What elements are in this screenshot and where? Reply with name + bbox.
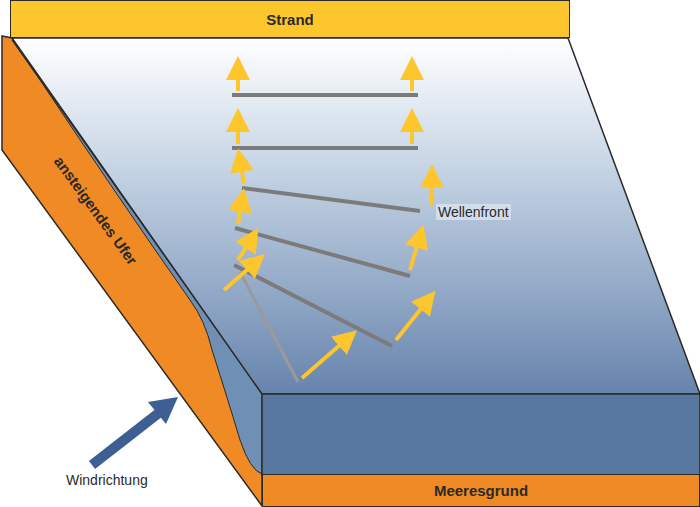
beach-band: Strand [10,0,570,38]
band-label: Meeresgrund [434,482,528,499]
sea-front-face [262,394,700,475]
sea-surface [12,38,700,394]
seabed-band: Meeresgrund [262,474,700,507]
wave-fronts [232,95,420,382]
wavefront-label: Wellenfront [436,204,511,220]
propagation-arrows [224,68,432,378]
wind-arrow-head [148,397,178,424]
wind-arrow-shaft [92,412,160,465]
wind-label: Windrichtung [66,472,148,488]
band-label: Strand [266,11,314,28]
